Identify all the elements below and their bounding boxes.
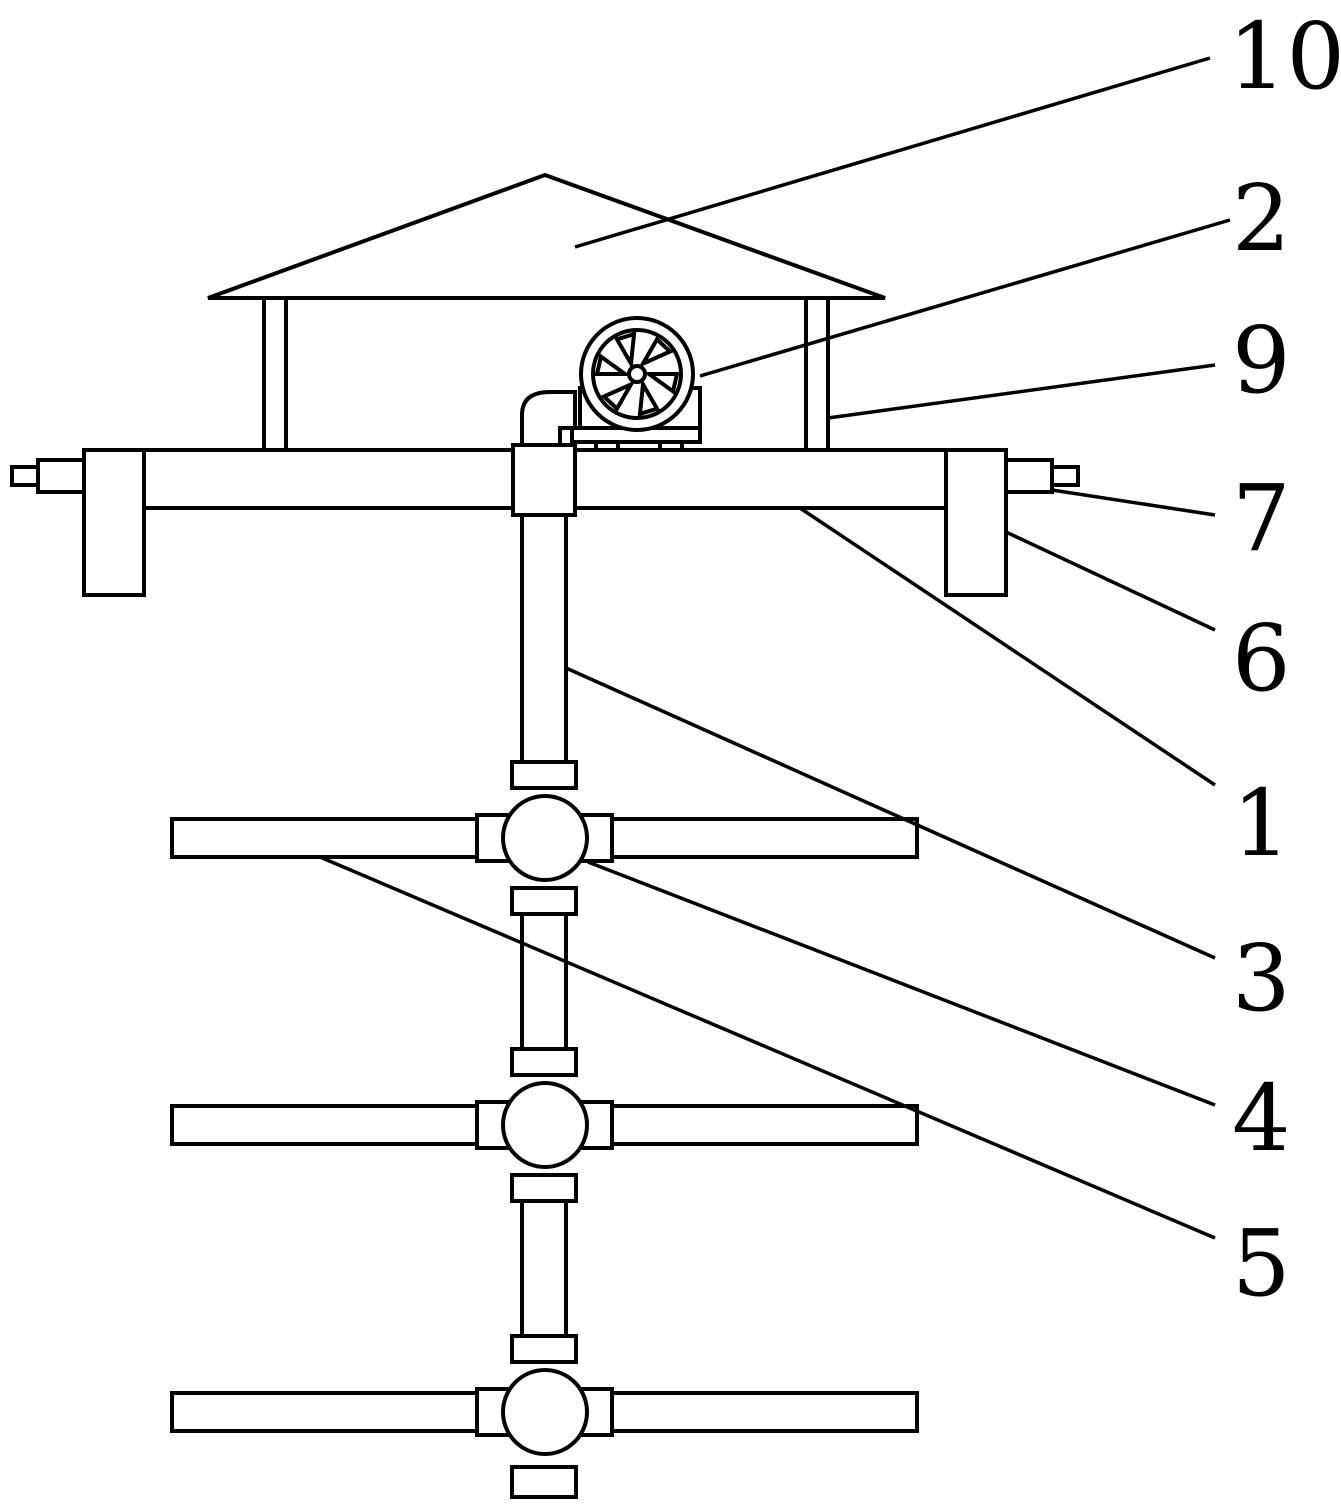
connector-right bbox=[1004, 458, 1080, 494]
leader-lines bbox=[319, 56, 1231, 1240]
branch-arm-left bbox=[170, 1104, 479, 1146]
label-5: 5 bbox=[1232, 1210, 1291, 1317]
branch-arm-left bbox=[170, 1391, 479, 1433]
connector-left bbox=[10, 458, 86, 494]
branch-group bbox=[170, 1334, 919, 1499]
branch-arm-right bbox=[610, 1391, 919, 1433]
label-6: 6 bbox=[1232, 605, 1291, 712]
label-7: 7 bbox=[1232, 465, 1291, 572]
branch-arm-right bbox=[610, 817, 919, 859]
elbow-pipe bbox=[520, 390, 577, 447]
branch-group bbox=[170, 760, 919, 916]
fan-blade bbox=[594, 353, 632, 376]
fan-blade bbox=[642, 372, 680, 395]
fan-blower bbox=[570, 316, 702, 452]
fan-blade-icon bbox=[594, 331, 680, 417]
label-9: 9 bbox=[1232, 307, 1291, 414]
label-10: 10 bbox=[1228, 3, 1341, 110]
end-block-left bbox=[82, 448, 146, 597]
branch-group bbox=[170, 1047, 919, 1203]
flange-upper bbox=[510, 1047, 578, 1077]
branch-arm-right bbox=[610, 1104, 919, 1146]
pipe-tee-joint bbox=[511, 443, 577, 517]
end-cap bbox=[510, 1465, 578, 1499]
fan-blade bbox=[600, 380, 636, 412]
fan-blade bbox=[614, 331, 637, 370]
fan-blade bbox=[638, 336, 674, 368]
ball-joint bbox=[501, 1081, 589, 1169]
flange-lower bbox=[510, 1173, 578, 1203]
support-post-left bbox=[262, 296, 288, 452]
flange-upper bbox=[510, 760, 578, 790]
branch-arm-groups bbox=[170, 760, 919, 1499]
branch-arm-left bbox=[170, 817, 479, 859]
flange-upper bbox=[510, 1334, 578, 1364]
roof-canopy bbox=[207, 172, 886, 300]
end-block-right bbox=[944, 448, 1008, 597]
fan-blade bbox=[637, 378, 660, 417]
vertical-pipe bbox=[520, 513, 568, 1342]
label-1: 1 bbox=[1232, 770, 1291, 877]
support-post-right bbox=[804, 296, 830, 452]
ball-joint bbox=[501, 794, 589, 882]
label-2: 2 bbox=[1232, 165, 1291, 272]
label-3: 3 bbox=[1232, 925, 1291, 1032]
ball-joint bbox=[501, 1368, 589, 1456]
flange-lower bbox=[510, 886, 578, 916]
label-4: 4 bbox=[1232, 1065, 1291, 1172]
